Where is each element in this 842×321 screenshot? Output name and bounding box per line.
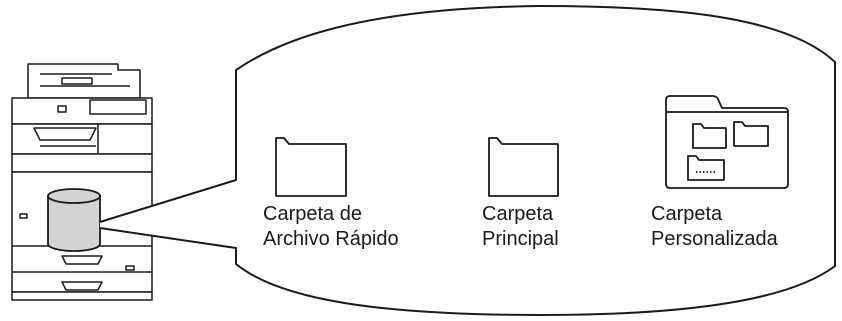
quick-file-folder-label-line1: Carpeta de — [263, 203, 362, 225]
folder-icon — [275, 137, 347, 197]
folder-icon — [488, 137, 559, 197]
quick-file-folder-label: Carpeta de Archivo Rápido — [263, 202, 399, 252]
custom-folder-label-line1: Carpeta — [651, 203, 723, 225]
main-folder-label-line2: Principal — [482, 228, 559, 250]
callout-bubble — [99, 5, 836, 316]
folder-with-subfolders-icon — [665, 95, 789, 189]
printer-illustration — [11, 63, 153, 301]
main-folder-label: Carpeta Principal — [482, 202, 559, 252]
quick-file-folder-label-line2: Archivo Rápido — [263, 228, 399, 250]
main-folder-label-line1: Carpeta — [482, 203, 554, 225]
custom-folder-label-line2: Personalizada — [651, 228, 778, 250]
hard-disk-icon — [47, 188, 101, 252]
custom-folder-label: Carpeta Personalizada — [651, 202, 778, 252]
